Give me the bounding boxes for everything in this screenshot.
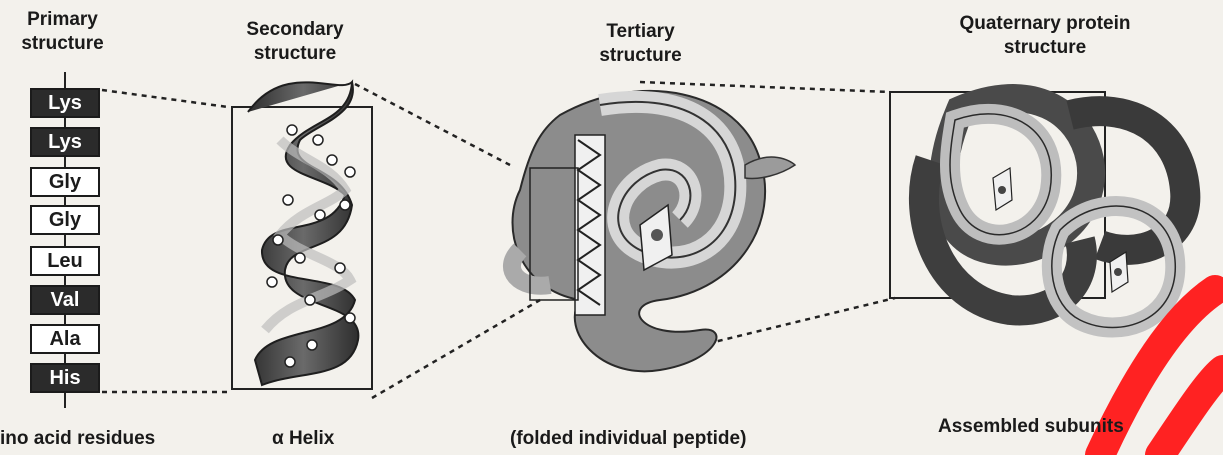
- dashed-connectors: [102, 82, 895, 398]
- residue-6: Val: [30, 285, 100, 315]
- tertiary-caption: (folded individual peptide): [510, 428, 746, 450]
- secondary-caption: α Helix: [272, 428, 334, 450]
- residue-3: Gly: [30, 167, 100, 197]
- quaternary-caption: Assembled subunits: [938, 416, 1124, 438]
- tertiary-fold: [512, 91, 795, 371]
- residue-4: Gly: [30, 205, 100, 235]
- residue-5: Leu: [30, 246, 100, 276]
- alpha-helix-ribbon: [248, 82, 358, 385]
- residue-2: Lys: [30, 127, 100, 157]
- residue-8: His: [30, 363, 100, 393]
- residue-1: Lys: [30, 88, 100, 118]
- quaternary-subunits: [924, 98, 1185, 327]
- residue-7: Ala: [30, 324, 100, 354]
- primary-caption: ino acid residues: [0, 428, 155, 450]
